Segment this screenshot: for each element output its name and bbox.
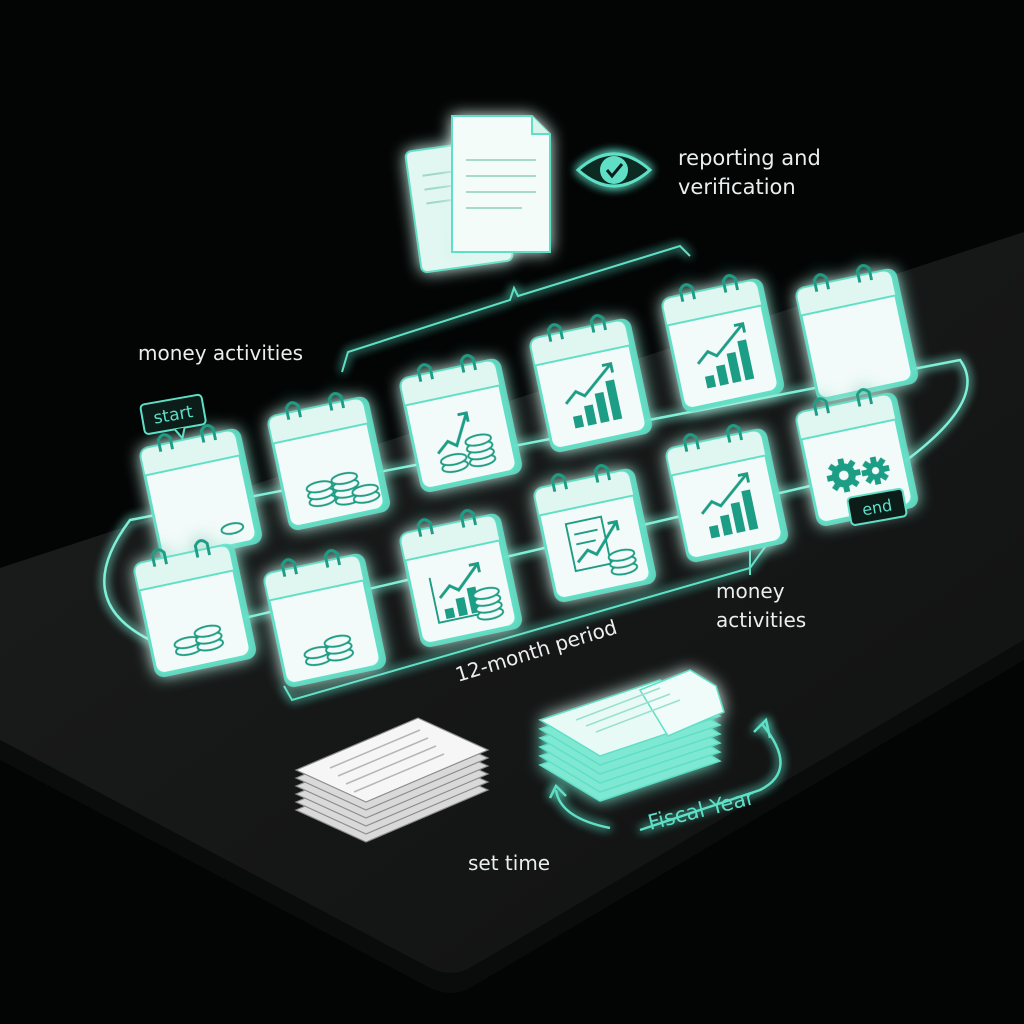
money-activities-right-line2: activities xyxy=(716,608,806,632)
blank-coin-icon xyxy=(220,522,245,535)
reporting-label-line2: verification xyxy=(678,175,796,199)
calendar-row-front xyxy=(133,388,919,688)
cycle-arrows-icon xyxy=(548,717,782,832)
set-time-label: set time xyxy=(468,851,550,875)
bar-chart-up-icon xyxy=(696,321,755,389)
calendar-card xyxy=(529,314,653,453)
coin-stack-icon xyxy=(173,624,225,657)
calendar-card xyxy=(661,274,785,413)
bar-chart-up-icon xyxy=(564,361,623,429)
end-label: end xyxy=(861,495,894,519)
coin-stack-icon xyxy=(303,634,355,667)
start-tag: start xyxy=(139,393,207,441)
top-bracket xyxy=(341,244,691,373)
growth-chart-coins-icon xyxy=(436,411,497,474)
calendar-card xyxy=(399,509,523,648)
calendar-card xyxy=(665,424,789,563)
report-coins-icon xyxy=(564,515,639,576)
calendar-card xyxy=(533,464,657,603)
calendar-card xyxy=(399,354,523,493)
calendar-card xyxy=(795,264,919,403)
bar-chart-coins-icon xyxy=(428,561,505,624)
paper-stack-icon xyxy=(294,717,490,843)
calendar-row-back xyxy=(139,264,919,563)
money-activities-top-label: money activities xyxy=(138,341,303,365)
fiscal-stack-icon xyxy=(538,669,725,802)
money-activities-right-label: money activities xyxy=(716,579,806,632)
end-tag: end xyxy=(846,487,908,526)
reporting-label: reporting and verification xyxy=(678,146,827,199)
calendar-card xyxy=(267,392,391,531)
gears-icon xyxy=(826,456,890,493)
reporting-label-line1: reporting and xyxy=(678,146,821,170)
report-documents-icon xyxy=(404,115,551,274)
calendar-card xyxy=(133,539,257,678)
calendar-card xyxy=(139,424,263,563)
bar-chart-up-icon xyxy=(700,471,759,539)
bottom-bracket xyxy=(283,539,771,702)
calendar-card xyxy=(263,549,387,688)
coin-stacks-icon xyxy=(305,471,381,508)
eye-check-icon xyxy=(575,152,653,188)
money-activities-right-line1: money xyxy=(716,579,785,603)
